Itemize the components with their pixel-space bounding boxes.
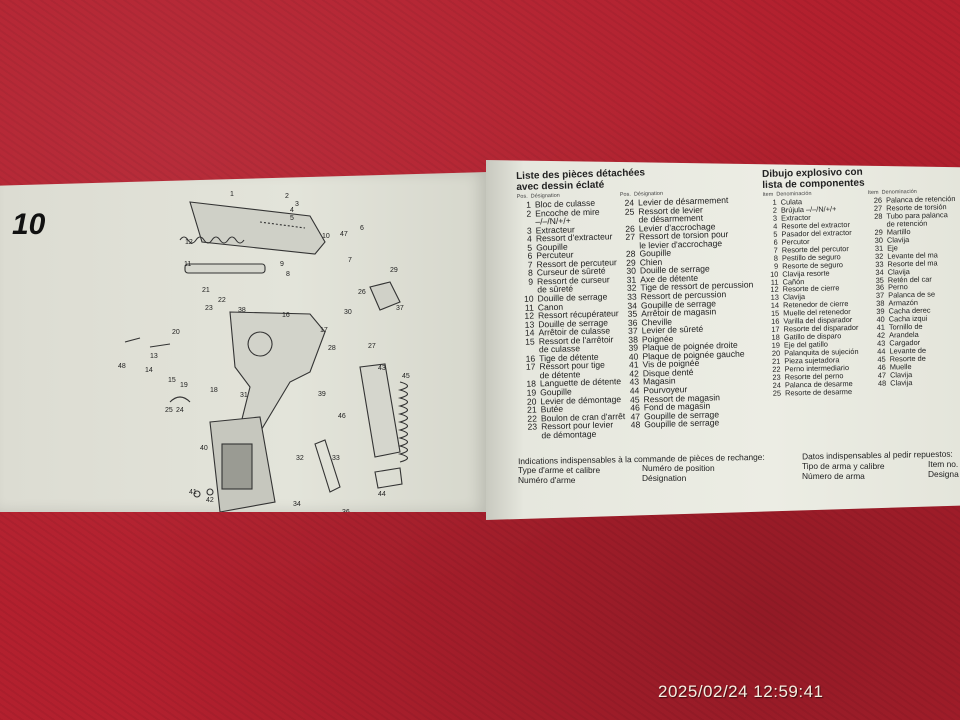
diagram-label: 11: [184, 261, 191, 268]
right-page: [486, 160, 960, 520]
diagram-label: 32: [296, 455, 304, 462]
diagram-label: 1: [230, 191, 234, 198]
part-name: Goupille de serrage: [644, 417, 720, 430]
diagram-label: 45: [402, 373, 410, 380]
part-number: 48: [877, 378, 887, 388]
diagram-label: 13: [150, 353, 158, 360]
french-order-field: Numéro de position: [642, 463, 715, 473]
diagram-label: 18: [210, 387, 218, 394]
diagram-label: 41: [189, 489, 197, 496]
diagram-label: 47: [340, 231, 348, 238]
diagram-label: 20: [172, 329, 180, 336]
diagram-label: 25: [165, 407, 173, 414]
spanish-parts-list: Dibujo explosivo con lista de componente…: [762, 167, 869, 398]
diagram-label: 23: [205, 305, 213, 312]
diagram-label: 9: [280, 261, 284, 268]
diagram-label: 15: [168, 377, 176, 384]
french-order-field: Type d'arme et calibre: [518, 465, 601, 475]
diagram-label: 19: [180, 382, 188, 389]
diagram-label: 36: [342, 509, 350, 512]
part-name: Clavija: [890, 377, 913, 388]
part-number: 25: [772, 388, 782, 398]
diagram-label: 5: [290, 215, 294, 222]
page-number: 10: [12, 208, 46, 241]
diagram-label: 48: [118, 363, 126, 370]
diagram-label: 34: [293, 501, 301, 508]
diagram-label: 16: [282, 312, 290, 319]
diagram-label: 38: [238, 307, 246, 314]
part-number: [523, 431, 537, 440]
exploded-parts-diagram: 1 2 3 4 5 6 7 8 9 10 11 12 13 14 15 16 1…: [118, 191, 410, 512]
part-name: Resorte de desarme: [784, 386, 853, 398]
diagram-label: 27: [368, 343, 376, 350]
diagram-label: 33: [332, 455, 340, 462]
spanish-order-field: Designa: [928, 469, 959, 479]
diagram-label: 10: [322, 233, 330, 240]
spanish-order-field: Tipo de arma y calibre: [802, 461, 885, 471]
diagram-label: 28: [328, 345, 336, 352]
french-order-field: Numéro d'arme: [518, 475, 576, 485]
diagram-label: 30: [344, 309, 352, 316]
diagram-label: 46: [338, 413, 346, 420]
diagram-label: 8: [286, 271, 290, 278]
diagram-label: 4: [290, 207, 294, 214]
diagram-label: 42: [206, 497, 214, 504]
diagram-label: 22: [218, 297, 226, 304]
diagram-label: 31: [240, 392, 248, 399]
spanish-order-field: Número de arma: [802, 471, 865, 481]
diagram-label: 2: [285, 193, 289, 200]
diagram-label: 26: [358, 289, 366, 296]
diagram-label: 7: [348, 257, 352, 264]
diagram-label: 3: [295, 201, 299, 208]
diagram-label: 40: [200, 445, 208, 452]
diagram-label: 39: [318, 391, 326, 398]
photo-timestamp: 2025/02/24 12:59:41: [658, 682, 824, 701]
diagram-label: 29: [390, 267, 398, 274]
diagram-label: 21: [202, 287, 210, 294]
french-order-field: Désignation: [642, 473, 687, 483]
part-number: 48: [630, 419, 641, 431]
diagram-label: 24: [176, 407, 184, 414]
part-name: de démontage: [541, 428, 597, 441]
open-booklet: 10: [0, 160, 960, 540]
diagram-label: 44: [378, 491, 386, 498]
diagram-label: 43: [378, 365, 386, 372]
diagram-label: 14: [145, 367, 153, 374]
diagram-label: 12: [185, 239, 193, 246]
spanish-order-field: Item no.: [928, 459, 959, 469]
diagram-label: 37: [396, 305, 404, 312]
left-page: 10: [0, 172, 488, 512]
diagram-label: 6: [360, 225, 364, 232]
diagram-label: 17: [320, 327, 328, 334]
